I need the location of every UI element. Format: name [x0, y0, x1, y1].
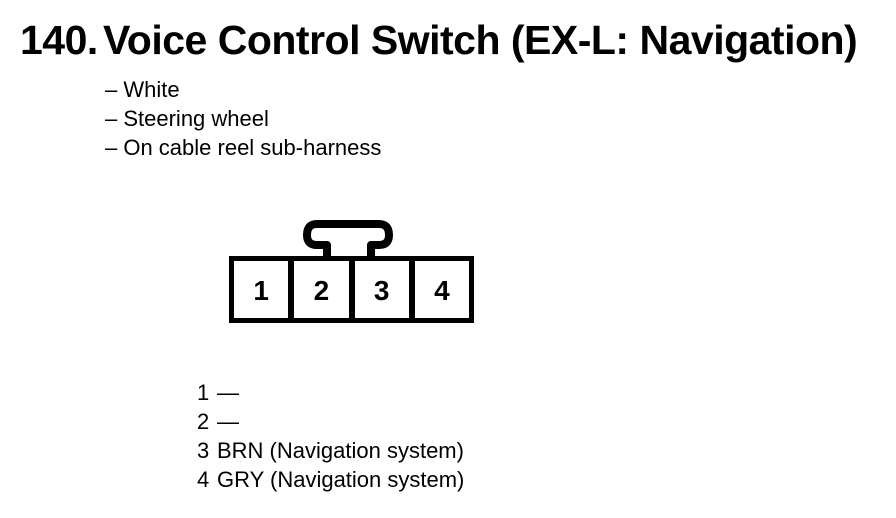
- pin-number: 4: [197, 467, 210, 492]
- pin-number: 1: [197, 380, 210, 405]
- pinout-legend: 1 — 2 — 3 BRN (Navigation system) 4 GRY …: [197, 378, 464, 494]
- item-number: 140.: [20, 17, 98, 63]
- connector-cavity-4: 4: [414, 261, 469, 318]
- connector-notes: – White – Steering wheel – On cable reel…: [105, 75, 381, 162]
- pinout-row-4: 4 GRY (Navigation system): [197, 465, 464, 494]
- connector-lock-tab-icon: [303, 220, 393, 256]
- connector-cavity-2: 2: [294, 261, 349, 318]
- pin-wire-label: —: [217, 409, 239, 434]
- pin-wire-label: GRY (Navigation system): [217, 467, 465, 492]
- pin-wire-label: BRN (Navigation system): [217, 438, 464, 463]
- pinout-row-1: 1 —: [197, 378, 464, 407]
- page-heading: 140. Voice Control Switch (EX-L: Navigat…: [20, 16, 858, 65]
- connector-diagram: 1 2 3 4: [229, 220, 474, 323]
- connector-cavity-1: 1: [234, 261, 289, 318]
- note-connector-harness: – On cable reel sub-harness: [105, 135, 382, 160]
- pin-wire-label: —: [217, 380, 239, 405]
- note-connector-location: – Steering wheel: [105, 106, 269, 131]
- note-connector-color: – White: [105, 77, 180, 102]
- connector-cavity-3: 3: [354, 261, 409, 318]
- pin-number: 2: [197, 409, 210, 434]
- pin-number: 3: [197, 438, 210, 463]
- page-title: Voice Control Switch (EX-L: Navigation): [103, 17, 858, 63]
- connector-body: 1 2 3 4: [229, 256, 474, 323]
- pinout-row-3: 3 BRN (Navigation system): [197, 436, 464, 465]
- pinout-row-2: 2 —: [197, 407, 464, 436]
